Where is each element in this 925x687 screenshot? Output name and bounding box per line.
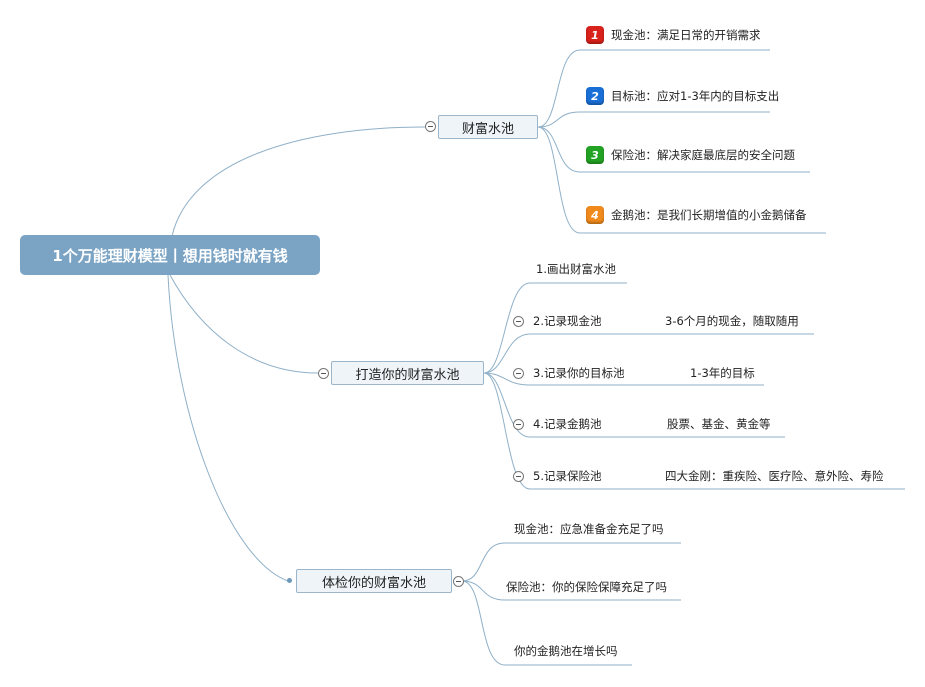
collapse-record-goose-icon[interactable] <box>513 419 524 430</box>
leaf-check-cash[interactable]: 现金池：应急准备金充足了吗 <box>514 522 664 536</box>
leaf-cash-pool[interactable]: 现金池：满足日常的开销需求 <box>611 28 761 42</box>
leaf-insurance-pool[interactable]: 保险池：解决家庭最底层的安全问题 <box>611 148 795 162</box>
number-1-badge-icon: 1 <box>586 26 604 44</box>
collapse-record-goal-icon[interactable] <box>513 368 524 379</box>
leaf-check-goose[interactable]: 你的金鹅池在增长吗 <box>514 644 618 658</box>
note-goose-assets: 股票、基金、黄金等 <box>667 417 771 431</box>
leaf-record-goose[interactable]: 4.记录金鹅池 <box>533 417 602 431</box>
number-3-badge-icon: 3 <box>586 146 604 164</box>
note-cash-months: 3-6个月的现金，随取随用 <box>665 314 799 328</box>
leaf-goal-pool[interactable]: 目标池：应对1-3年内的目标支出 <box>611 89 780 103</box>
root-topic[interactable]: 1个万能理财模型丨想用钱时就有钱 <box>20 235 320 275</box>
collapse-branch-2-icon[interactable] <box>318 368 329 379</box>
collapse-record-insurance-icon[interactable] <box>513 471 524 482</box>
note-goal-years: 1-3年的目标 <box>690 366 755 380</box>
number-2-badge-icon: 2 <box>586 87 604 105</box>
collapse-branch-3-icon[interactable] <box>453 576 464 587</box>
branch-topic-build-pool[interactable]: 打造你的财富水池 <box>331 361 484 385</box>
collapse-record-cash-icon[interactable] <box>513 316 524 327</box>
leaf-record-cash[interactable]: 2.记录现金池 <box>533 314 602 328</box>
note-insurance-types: 四大金刚：重疾险、医疗险、意外险、寿险 <box>665 469 884 483</box>
leaf-golden-goose-pool[interactable]: 金鹅池：是我们长期增值的小金鹅储备 <box>611 208 807 222</box>
leaf-draw-pool[interactable]: 1.画出财富水池 <box>536 262 616 276</box>
leaf-check-insurance[interactable]: 保险池：你的保险保障充足了吗 <box>506 580 667 594</box>
branch-topic-wealth-pool[interactable]: 财富水池 <box>438 115 538 139</box>
branch-3-connector-dot-icon <box>287 578 292 583</box>
leaf-record-insurance[interactable]: 5.记录保险池 <box>533 469 602 483</box>
number-4-badge-icon: 4 <box>586 206 604 224</box>
leaf-record-goal[interactable]: 3.记录你的目标池 <box>533 366 625 380</box>
collapse-branch-1-icon[interactable] <box>425 121 436 132</box>
branch-topic-check-pool[interactable]: 体检你的财富水池 <box>296 569 452 593</box>
